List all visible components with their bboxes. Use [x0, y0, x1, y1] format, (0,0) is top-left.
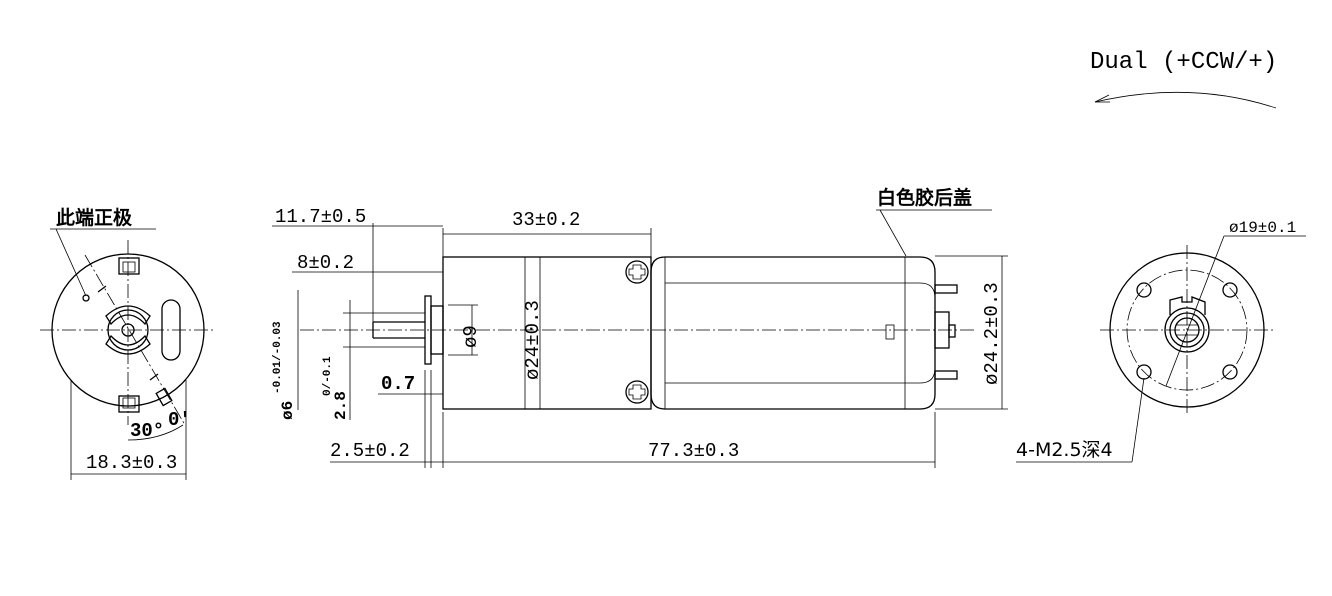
rear-view: ø19±0.1 4-M2.5深4 [1016, 219, 1306, 463]
holes-note: 4-M2.5深4 [1016, 439, 1113, 461]
rear-cover-note: 白色胶后盖 [877, 186, 972, 209]
motor-diameter: ø24.2±0.3 [981, 282, 1003, 385]
flat-width: 2.8 [332, 391, 350, 420]
angle-label: 30° [130, 420, 164, 442]
shaft-diameter-tolerance: -0.01/-0.03 [272, 321, 284, 394]
angle-zero-label: 0' [168, 409, 191, 431]
flange-thickness: 0.7 [381, 373, 415, 395]
total-length: 77.3±0.3 [648, 440, 739, 462]
flat-width-tolerance: 0/-0.1 [322, 356, 334, 396]
boss-diameter: ø9 [460, 325, 482, 348]
front-view: 此端正极 30° 0' 18.3±0.3 [40, 206, 216, 480]
pcd-dimension: ø19±0.1 [1229, 219, 1296, 237]
boss-length: 2.5±0.2 [330, 440, 410, 462]
width-dimension: 18.3±0.3 [86, 452, 177, 474]
shaft-diameter: ø6 [279, 401, 297, 420]
gearbox-diameter: ø24±0.3 [522, 300, 544, 380]
screw-icon [625, 380, 649, 404]
side-view: 33±0.2 11.7±0.5 8±0.2 ø6 -0.01/-0.03 2.8… [272, 186, 1008, 468]
positive-terminal-note: 此端正极 [56, 206, 133, 229]
rotation-arrow [1094, 91, 1277, 109]
shaft-length: 11.7±0.5 [275, 206, 366, 228]
arrow-head [1094, 94, 1110, 103]
gearbox-length: 33±0.2 [512, 209, 580, 231]
screw-icon [625, 260, 649, 284]
flat-length: 8±0.2 [297, 252, 354, 274]
rotation-label: Dual (+CCW/+) [1090, 49, 1277, 76]
